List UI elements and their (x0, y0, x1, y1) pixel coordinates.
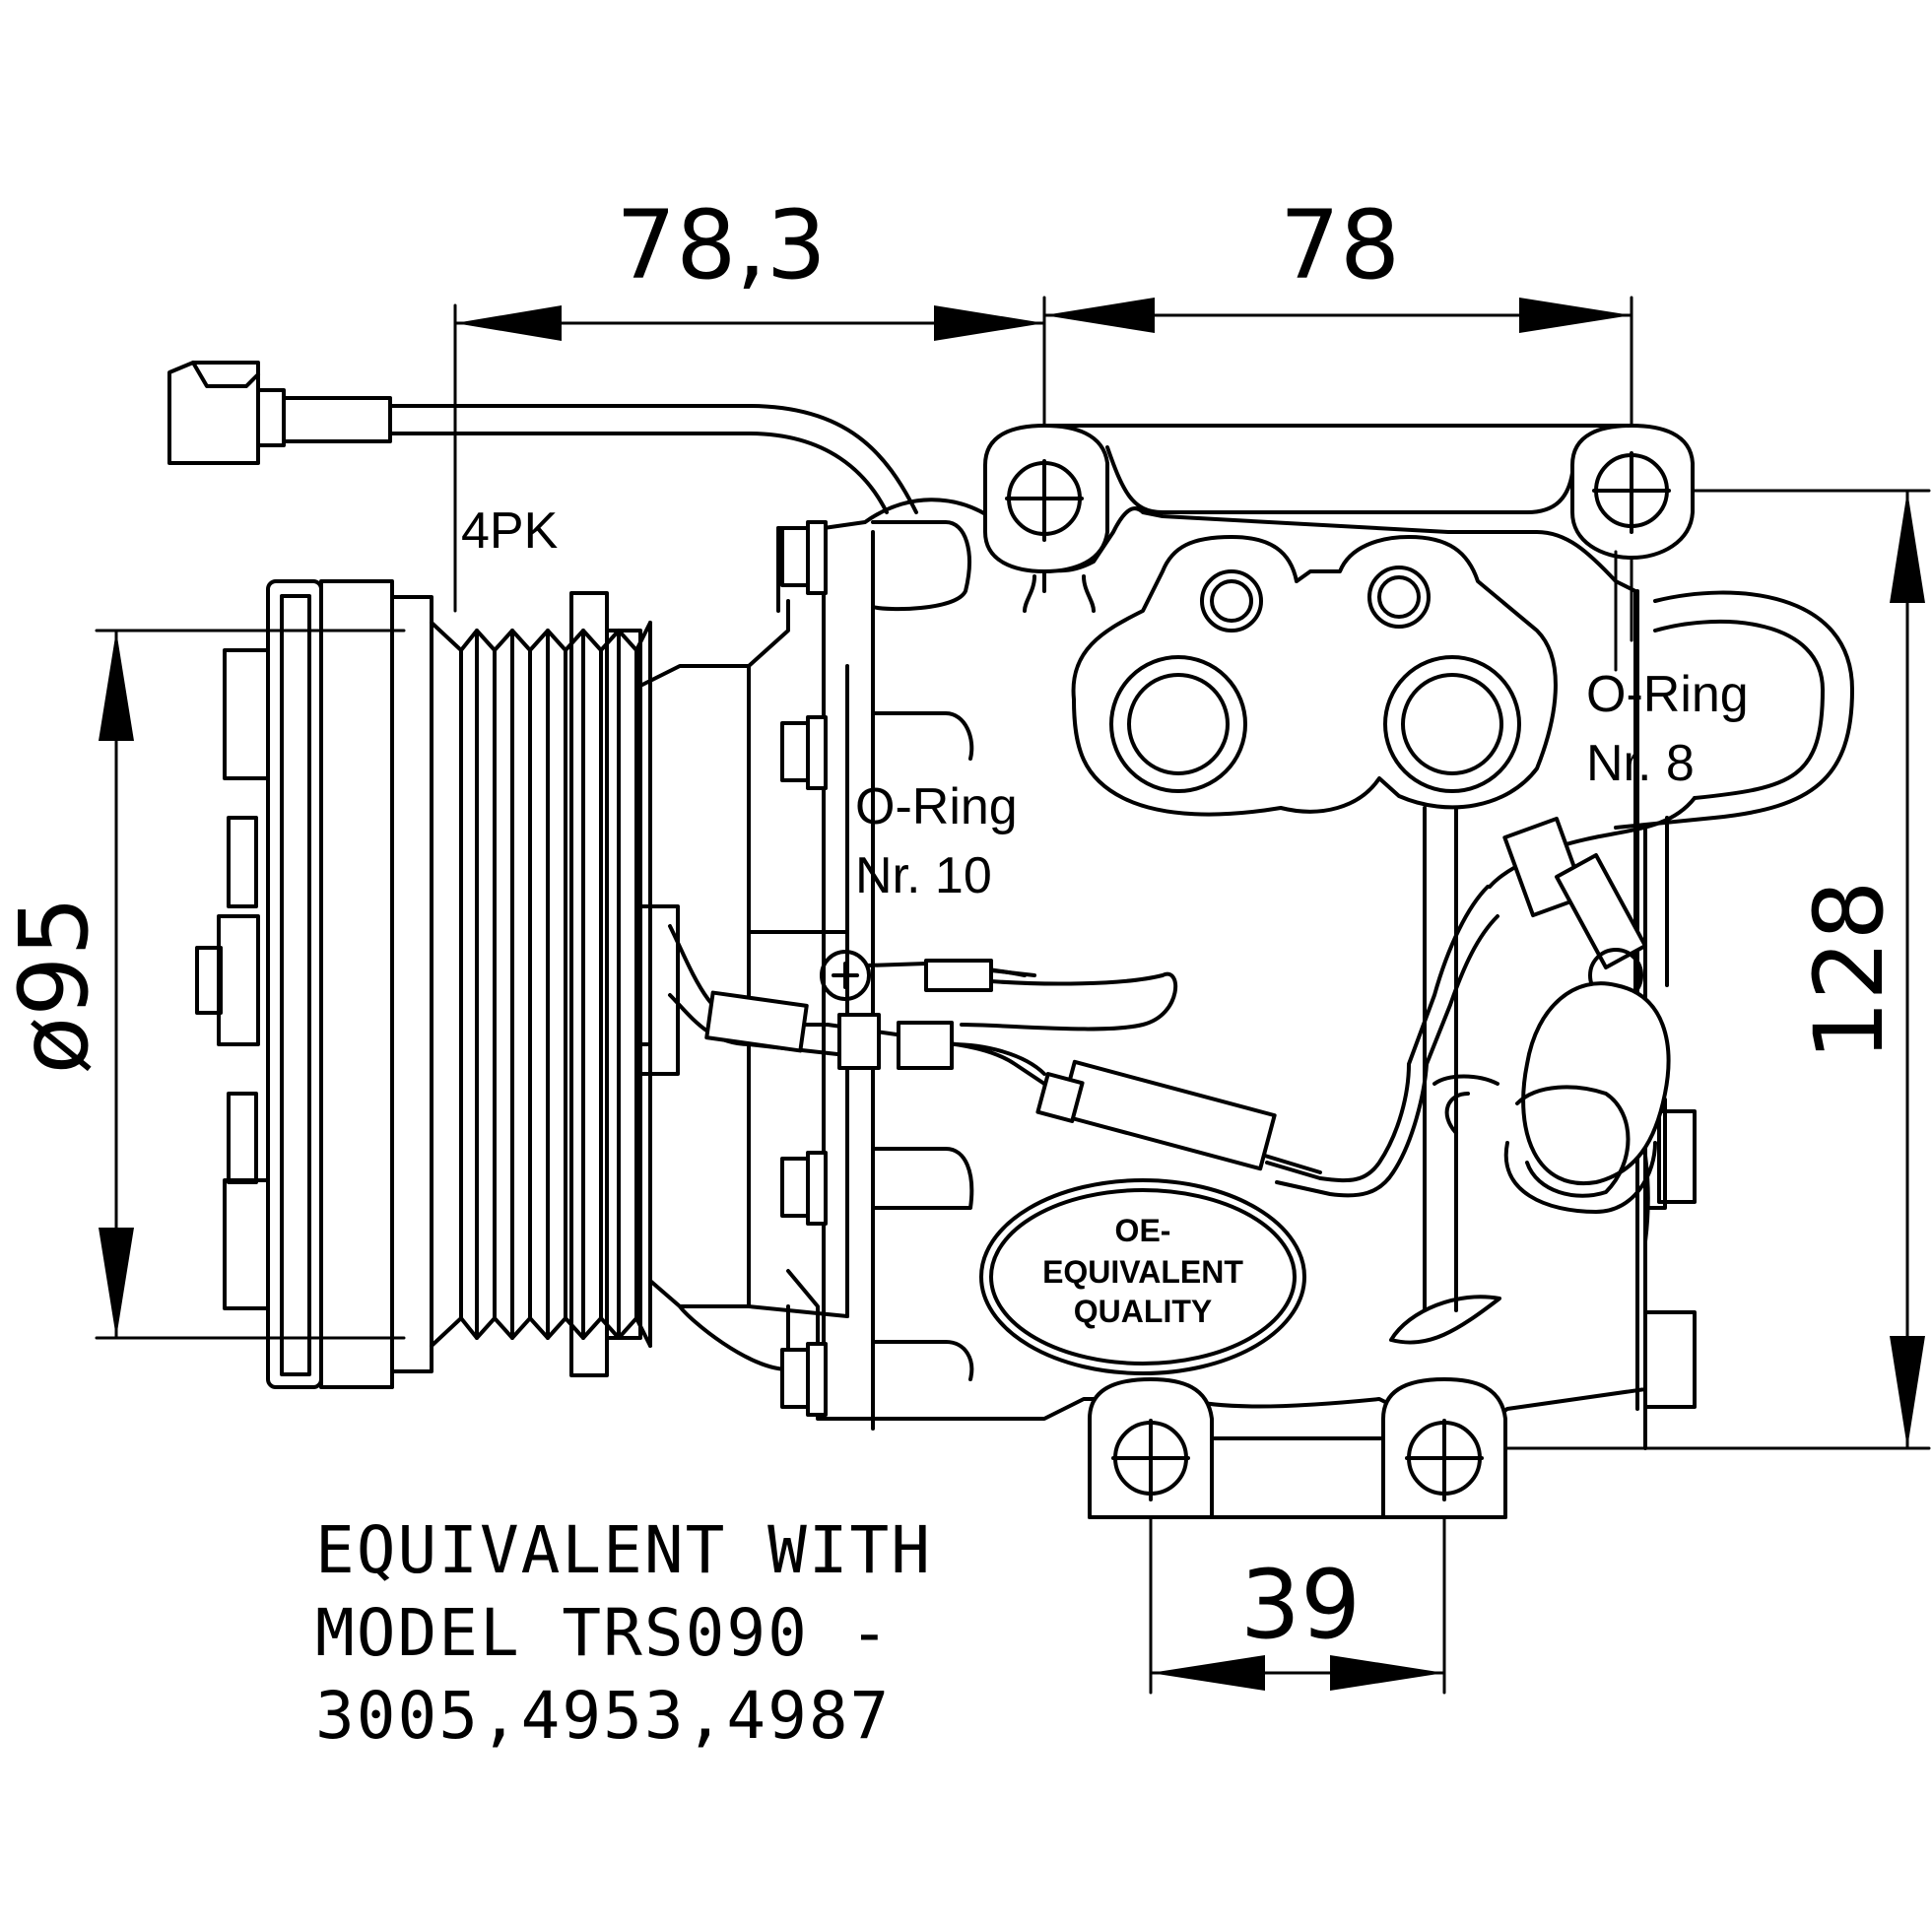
oe-quality-stamp: OE- EQUIVALENT QUALITY (979, 1178, 1306, 1375)
equivalence-note-line3: 3005,4953,4987 (315, 1678, 891, 1754)
dim-128: 128 (1794, 880, 1904, 1060)
stamp-line1: OE- (1115, 1213, 1171, 1248)
dim-78-3: 78,3 (616, 190, 827, 300)
oring-8-label-line1: O-Ring (1586, 666, 1749, 723)
oring-10-label-line1: O-Ring (855, 778, 1018, 835)
oring-10-label-line2: Nr. 10 (855, 847, 992, 904)
dim-diameter-95: ø95 (0, 897, 109, 1075)
electrical-connector (167, 361, 918, 514)
stamp-line3: QUALITY (1074, 1294, 1212, 1329)
front-bolts (780, 520, 828, 1417)
wiring-harness (668, 590, 1854, 1214)
stamp-line2: EQUIVALENT (1042, 1254, 1243, 1290)
dim-78: 78 (1280, 190, 1400, 300)
dimension-lines (95, 296, 1931, 1695)
dim-39: 39 (1240, 1550, 1361, 1660)
belt-type-label: 4PK (461, 502, 559, 560)
equivalence-note-line1: EQUIVALENT WITH (315, 1512, 932, 1588)
oring-8-label-line2: Nr. 8 (1586, 735, 1695, 792)
equivalence-note-line2: MODEL TRS090 - (315, 1595, 891, 1671)
bolt-holes (1005, 451, 1671, 1501)
clutch-pulley (195, 579, 652, 1389)
